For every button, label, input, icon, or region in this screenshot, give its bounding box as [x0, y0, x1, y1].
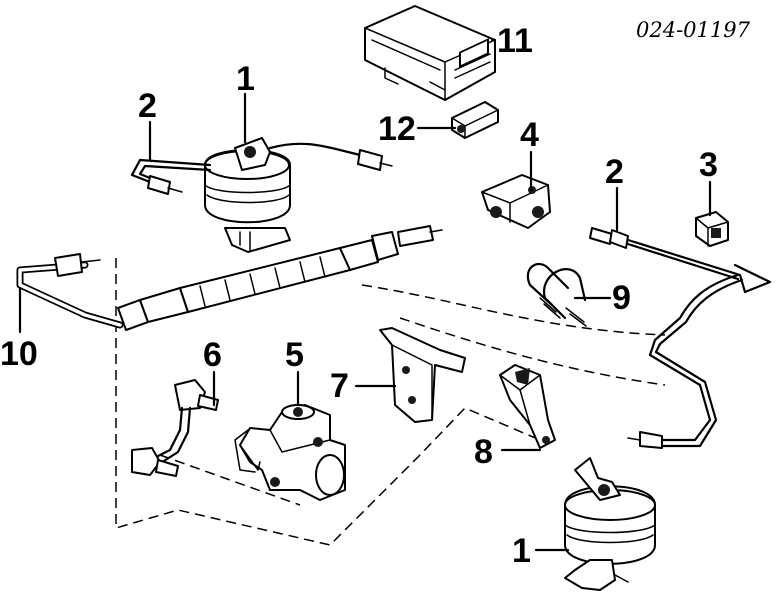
- callout-3: 3: [699, 146, 718, 184]
- block-fitting-part: [481, 174, 551, 229]
- bracket-part: [379, 327, 466, 423]
- callouts: 11 12 1 2 4 2 3 9 10 6 5 7 8 1: [0, 22, 718, 570]
- callout-1-bottom: 1: [512, 532, 531, 570]
- callout-9: 9: [612, 279, 631, 317]
- callout-10: 10: [0, 335, 38, 373]
- control-module-part: [364, 5, 496, 101]
- air-reservoir-bottom-part: [564, 457, 656, 591]
- part-number-label: 024-01197: [636, 18, 751, 42]
- linkage-rod-part: [131, 379, 219, 477]
- callout-2-left: 2: [138, 87, 157, 125]
- connector-part: [451, 101, 499, 139]
- callout-5: 5: [285, 336, 304, 374]
- long-hose-part: [16, 225, 443, 331]
- valve-assembly-part: [234, 404, 346, 501]
- callout-11: 11: [497, 22, 533, 60]
- callout-8: 8: [474, 433, 493, 471]
- callout-4: 4: [520, 116, 539, 154]
- callout-1-top: 1: [236, 60, 255, 98]
- clip-part: [695, 211, 729, 247]
- callout-6: 6: [203, 336, 222, 374]
- bracket-lower-part: [499, 364, 556, 449]
- callout-2-right: 2: [605, 153, 624, 191]
- dashed-connection-lines: [115, 258, 666, 546]
- pipe-right-part: [589, 227, 772, 449]
- callout-7: 7: [330, 367, 349, 405]
- hose-top-left-part: [130, 142, 393, 195]
- callout-12: 12: [378, 110, 416, 148]
- air-reservoir-top-part: [204, 137, 291, 253]
- u-bolt-part: [526, 262, 587, 327]
